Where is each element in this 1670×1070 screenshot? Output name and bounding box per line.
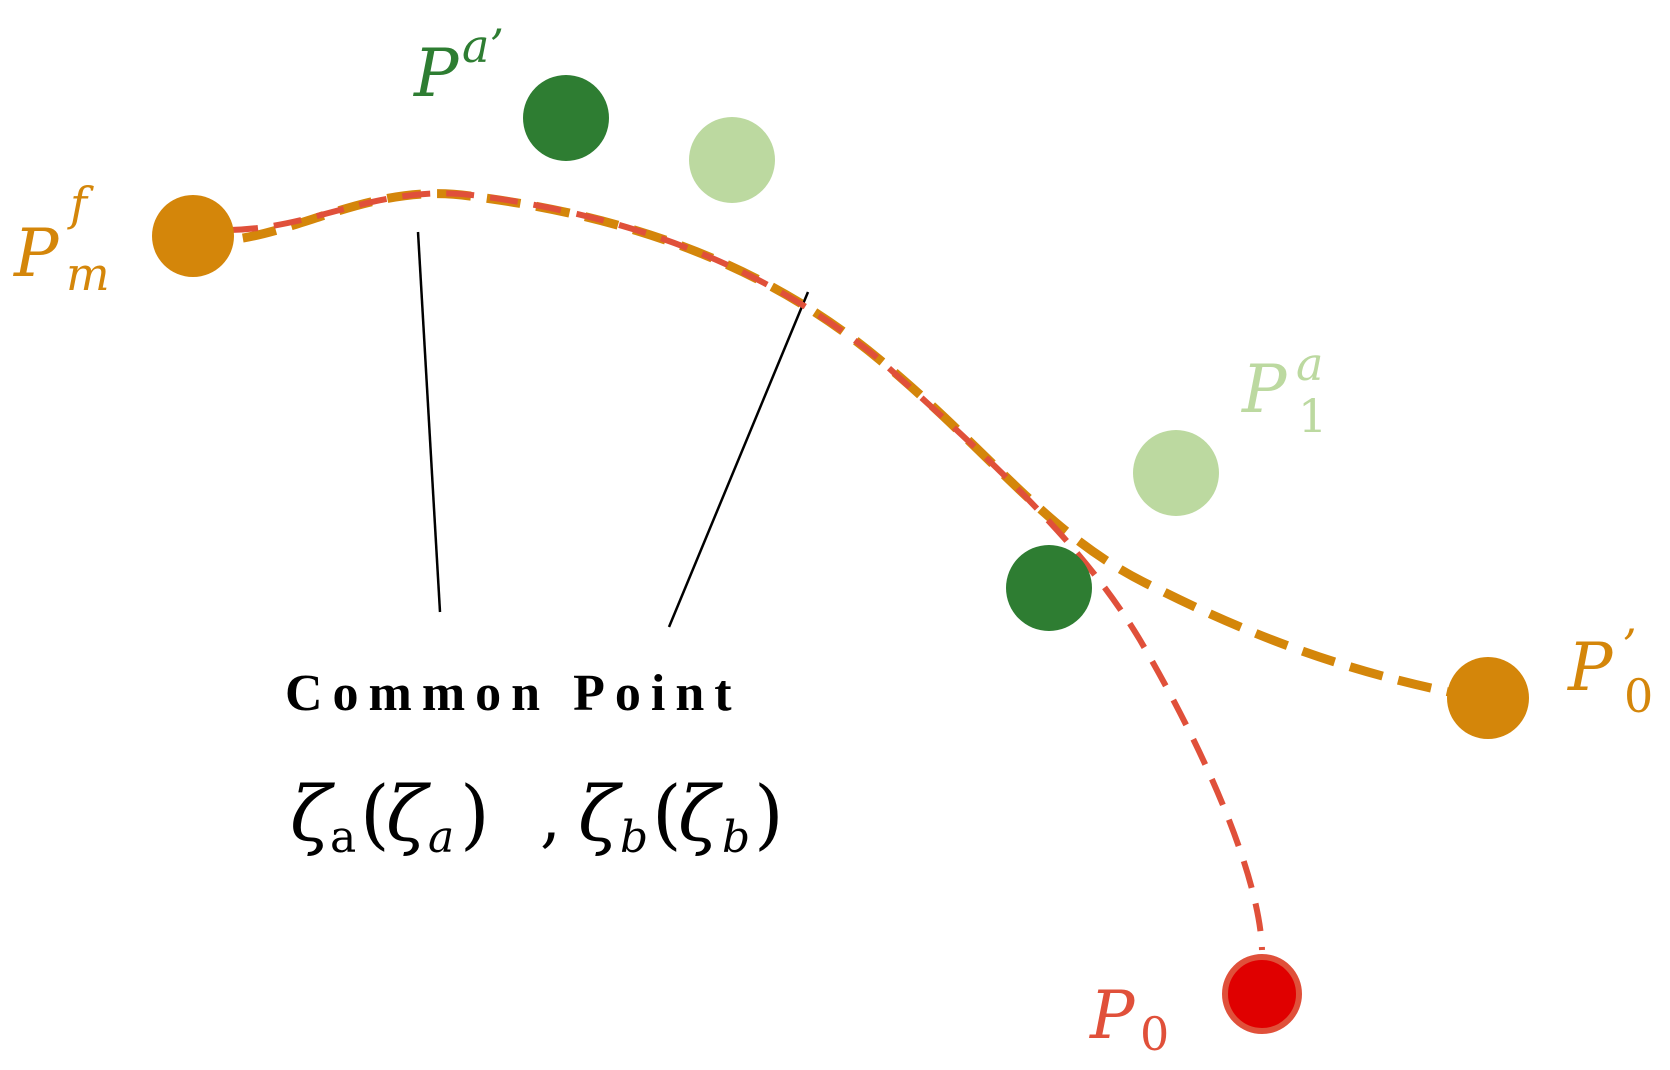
point-pa-prime-dark <box>523 75 609 161</box>
formula-sub-a-italic: a <box>428 812 454 863</box>
point-p0 <box>1222 954 1302 1034</box>
label-pmf-sup: f <box>67 177 94 231</box>
label-p0-prime: P ’ 0 <box>1567 619 1653 723</box>
formula-open-2: ( <box>652 769 682 858</box>
label-p1a-sub: 1 <box>1298 389 1327 443</box>
point-pmf <box>152 195 234 277</box>
red-dashed-trajectory <box>229 190 1265 951</box>
label-p1a-base: P <box>1241 351 1288 428</box>
label-pa-prime-base: P <box>413 35 460 112</box>
formula-sub-b-italic: b <box>722 812 750 863</box>
label-pmf-base: P <box>13 215 60 292</box>
label-p0-prime-sup: ’ <box>1622 619 1637 673</box>
point-dark-green-lower <box>1006 545 1092 631</box>
formula-close-1: ) <box>460 769 490 858</box>
label-p0-prime-sub: 0 <box>1624 669 1653 723</box>
label-p0-base: P <box>1089 977 1136 1054</box>
formula-zeta-b-italic: ζ <box>678 769 723 858</box>
label-p0-prime-base: P <box>1567 629 1614 706</box>
formula-open-1: ( <box>360 769 390 858</box>
leader-line-right <box>667 291 810 628</box>
label-pa-prime: P a’ <box>413 19 504 112</box>
formula-zeta-b: ζ <box>578 769 623 858</box>
formula-zeta-a: ζ <box>290 769 335 858</box>
label-pa-prime-sup: a’ <box>462 19 504 73</box>
formula-close-2: ) <box>754 769 784 858</box>
formula-sub-a-upright: a <box>330 812 356 863</box>
label-p0-sub: 0 <box>1140 1007 1169 1061</box>
label-pmf: P f m <box>13 177 110 301</box>
label-p1a: P a 1 <box>1241 337 1327 443</box>
formula-comma: , <box>540 779 561 856</box>
formula-zeta-a-italic: ζ <box>386 769 431 858</box>
annotation-title: Common Point <box>285 665 742 722</box>
formula-sub-b: b <box>620 812 648 863</box>
point-p0-prime <box>1447 657 1529 739</box>
point-p1a <box>1133 430 1219 516</box>
point-light-green-top <box>689 117 775 203</box>
label-p0: P 0 <box>1089 977 1169 1061</box>
label-p1a-sup: a <box>1296 337 1323 391</box>
leader-line-left <box>416 231 442 613</box>
label-pmf-sub: m <box>66 247 110 301</box>
orange-dashed-trajectory <box>192 189 1491 705</box>
annotation-formula: ζ a ( ζ a ) , ζ b ( ζ b ) <box>290 769 784 863</box>
